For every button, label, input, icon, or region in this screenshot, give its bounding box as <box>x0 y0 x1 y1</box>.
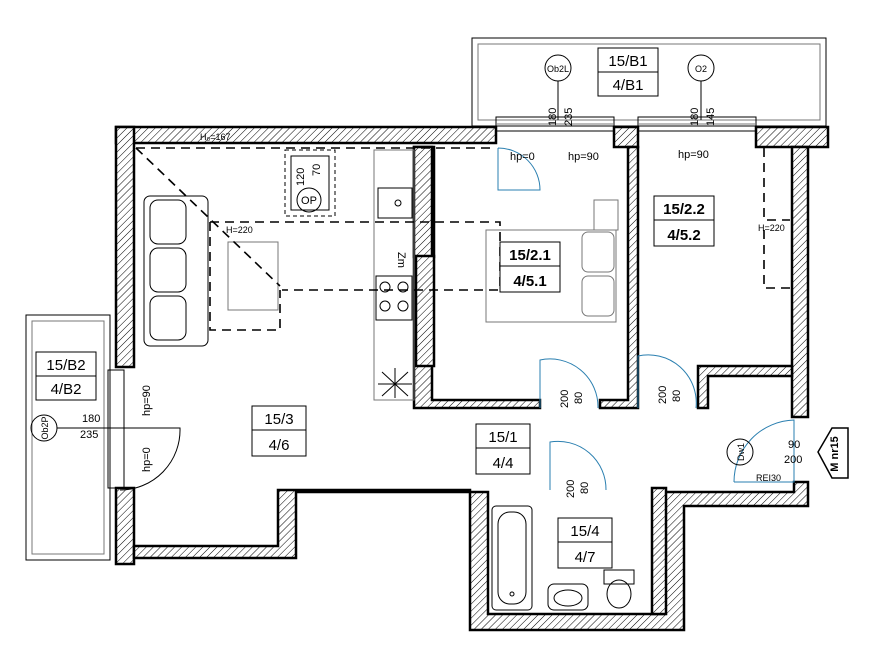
svg-text:4/B1: 4/B1 <box>613 77 644 94</box>
svg-text:70: 70 <box>311 164 323 176</box>
dimension-labels: 180 235 180 145 hp=0 hp=90 hp=90 120 70 … <box>80 108 802 498</box>
svg-text:15/2.2: 15/2.2 <box>663 201 705 218</box>
op-label: OP <box>301 195 317 207</box>
svg-text:80: 80 <box>579 482 591 494</box>
svg-text:145: 145 <box>705 108 717 126</box>
svg-text:hp=90: hp=90 <box>568 151 599 163</box>
entrance-marker: M nr15 <box>817 427 849 479</box>
svg-text:180: 180 <box>82 413 100 425</box>
kitchen-counter <box>373 149 415 401</box>
svg-text:200: 200 <box>657 386 669 404</box>
svg-text:235: 235 <box>80 429 98 441</box>
svg-text:235: 235 <box>563 108 575 126</box>
svg-text:80: 80 <box>573 392 585 404</box>
bed <box>485 199 619 323</box>
svg-text:15/1: 15/1 <box>488 429 517 446</box>
h220-label-b: H=220 <box>758 223 785 233</box>
svg-text:120: 120 <box>295 168 307 186</box>
svg-text:M nr15: M nr15 <box>829 436 841 471</box>
room-label-balcony-left: 15/B2 4/B2 <box>35 351 97 401</box>
svg-text:15/4: 15/4 <box>570 523 599 540</box>
room-label-kitchen-bedroom: 15/2.1 4/5.1 <box>499 241 561 293</box>
room-label-living: 15/3 4/6 <box>251 405 307 457</box>
room-label-balcony-top: 15/B1 4/B1 <box>597 47 659 97</box>
svg-text:4/6: 4/6 <box>269 437 290 454</box>
tag-dw1: Dw1 <box>726 438 754 466</box>
svg-text:4/7: 4/7 <box>575 549 596 566</box>
balcony-left <box>25 314 111 561</box>
svg-text:O2: O2 <box>695 64 707 74</box>
svg-text:hp=90: hp=90 <box>141 385 153 416</box>
room-label-bedroom-2: 15/2.2 4/5.2 <box>653 195 715 247</box>
svg-text:15/B1: 15/B1 <box>608 53 647 70</box>
bathroom-fixtures <box>491 505 635 611</box>
svg-text:4/5.2: 4/5.2 <box>667 227 700 244</box>
zm-label: Zm <box>395 252 407 268</box>
tag-o2: O2 <box>687 54 715 120</box>
tag-ob2l: Ob2L <box>544 54 572 120</box>
svg-text:4/5.1: 4/5.1 <box>513 273 546 290</box>
h220-label-a: H=220 <box>226 225 253 235</box>
svg-text:200: 200 <box>559 390 571 408</box>
walls <box>114 125 830 632</box>
svg-text:15/B2: 15/B2 <box>46 357 85 374</box>
rei-label: REI30 <box>756 473 781 483</box>
svg-text:80: 80 <box>671 390 683 402</box>
kitchen-column <box>414 254 668 616</box>
svg-text:hp=0: hp=0 <box>141 447 153 472</box>
h-left-label: H₀=167 <box>200 132 231 142</box>
sofa <box>143 195 209 347</box>
svg-text:15/3: 15/3 <box>264 411 293 428</box>
room-label-hall: 15/1 4/4 <box>475 423 531 475</box>
svg-text:200: 200 <box>784 454 802 466</box>
tag-ob2p: Ob2P <box>30 414 120 442</box>
svg-text:4/B2: 4/B2 <box>51 381 82 398</box>
windows <box>495 116 757 132</box>
svg-text:180: 180 <box>689 108 701 126</box>
svg-text:4/4: 4/4 <box>493 455 514 472</box>
svg-text:hp=90: hp=90 <box>678 149 709 161</box>
svg-text:180: 180 <box>547 108 559 126</box>
coffee-table <box>227 241 279 311</box>
svg-text:Ob2L: Ob2L <box>547 64 569 74</box>
svg-text:hp=0: hp=0 <box>510 151 535 163</box>
svg-text:200: 200 <box>565 480 577 498</box>
svg-text:90: 90 <box>788 439 800 451</box>
doors <box>107 147 795 491</box>
svg-text:15/2.1: 15/2.1 <box>509 247 551 264</box>
room-label-bathroom: 15/4 4/7 <box>557 517 613 569</box>
svg-text:Dw1: Dw1 <box>736 443 746 461</box>
balcony-top <box>471 37 827 127</box>
svg-text:Ob2P: Ob2P <box>40 416 50 439</box>
op-unit <box>284 149 336 217</box>
